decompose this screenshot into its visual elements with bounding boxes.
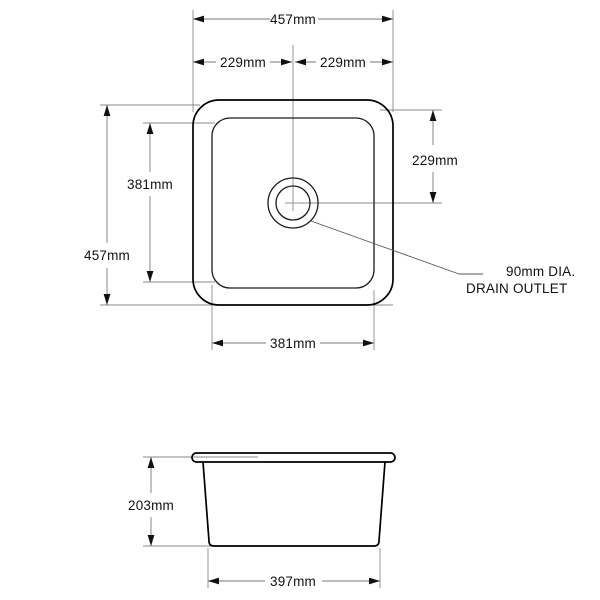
arrow-457v-bottom (103, 294, 111, 305)
arrow-457-left (193, 15, 204, 23)
note-drain-diameter: 90mm DIA. (506, 264, 575, 279)
arrow-203-bottom (147, 535, 155, 546)
arrow-397-right (369, 577, 380, 585)
drain-outer-circle (267, 177, 319, 229)
arrow-229R-left (295, 58, 306, 66)
arrow-381v-bottom (146, 271, 154, 282)
arrow-203-top (147, 457, 155, 468)
arrow-229drain-top (429, 110, 437, 121)
dim-229mm-left: 229mm (193, 55, 292, 70)
arrow-229drain-bottom (429, 192, 437, 203)
elevation-extension-lines (143, 456, 381, 588)
dim-label-inner-height: 381mm (127, 177, 173, 192)
arrow-457v-top (103, 105, 111, 116)
sink-outer-rim-outline (192, 99, 394, 306)
arrow-457-right (382, 15, 393, 23)
dim-381mm-width: 381mm (212, 336, 374, 351)
arrow-381v-top (146, 123, 154, 134)
arrow-229R-right (382, 58, 393, 66)
drain-inner-circle (275, 185, 311, 221)
note-drain-outlet: DRAIN OUTLET (466, 281, 567, 296)
drain-annotation-leader (310, 220, 483, 275)
dim-label-half-width-left: 229mm (220, 55, 266, 70)
dim-457mm-height: 457mm (84, 105, 130, 305)
arrow-229L-right (281, 58, 292, 66)
dim-label-overall-width: 457mm (270, 12, 316, 27)
dim-label-inner-width: 381mm (270, 336, 316, 351)
dim-229mm-right: 229mm (295, 55, 393, 70)
arrow-397-left (208, 577, 219, 585)
dim-label-half-width-right: 229mm (320, 55, 366, 70)
sink-elevation-rim (191, 452, 396, 463)
dim-label-base-width: 397mm (270, 574, 316, 589)
drain-annotation-text: 90mm DIA. DRAIN OUTLET (466, 264, 575, 296)
sink-inner-bowl-outline (211, 117, 375, 289)
arrow-381h-left (212, 339, 223, 347)
dim-457mm-width: 457mm (193, 12, 393, 27)
dim-397mm-base-width: 397mm (208, 574, 380, 589)
dim-203mm-depth: 203mm (128, 457, 174, 546)
leader-line-drain (310, 220, 460, 275)
arrow-229L-left (193, 58, 204, 66)
dim-229mm-drain-offset: 229mm (412, 110, 458, 203)
sink-elevation-bowl-outline (202, 461, 386, 547)
drain-outlet-group (267, 177, 319, 229)
sink-elevation-body (191, 452, 396, 547)
dim-label-drain-offset: 229mm (412, 153, 458, 168)
arrow-381h-right (363, 339, 374, 347)
dim-381mm-height: 381mm (127, 123, 173, 282)
dim-label-bowl-depth: 203mm (128, 498, 174, 513)
dim-label-overall-height: 457mm (84, 248, 130, 263)
sink-top-view-body (192, 99, 394, 306)
